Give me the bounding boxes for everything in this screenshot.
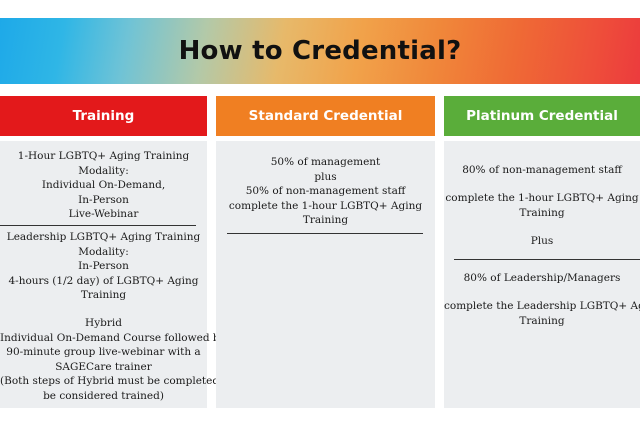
training-hybrid-label: Hybrid (85, 317, 122, 329)
training-header: Training (0, 96, 207, 136)
standard-line-4: complete the 1-hour LGBTQ+ Aging (228, 199, 423, 212)
training-leadership-in-person: In-Person (78, 260, 129, 272)
platinum-line-3: Training (519, 206, 565, 219)
platinum-line-2: complete the 1-hour LGBTQ+ Aging (445, 192, 639, 204)
platinum-line-5: complete the Leadership LGBTQ+ Aging (444, 300, 640, 312)
platinum-plus: Plus (530, 235, 554, 247)
platinum-line-4: 80% of Leadership/Managers (463, 272, 621, 284)
platinum-credential-header: Platinum Credential (444, 96, 640, 136)
standard-line-3: 50% of non-management staff (245, 185, 406, 197)
standard-line-1: 50% of management (270, 156, 381, 168)
training-panel: 1-Hour LGBTQ+ Aging Training Modality: I… (0, 141, 233, 408)
training-leadership-line: Leadership LGBTQ+ Aging Training (6, 231, 201, 243)
training-1hour-line: 1-Hour LGBTQ+ Aging Training (17, 150, 190, 162)
training-leadership-hours: 4-hours (1/2 day) of LGBTQ+ Aging (8, 274, 199, 287)
training-hybrid-desc-2: 90-minute group live-webinar with a (6, 346, 201, 358)
standard-line-2: plus (314, 170, 337, 183)
standard-divider (227, 233, 423, 234)
training-modality-in-person: In-Person (78, 193, 129, 206)
platinum-line-1: 80% of non-management staff (462, 164, 622, 176)
training-hybrid-note-1: (Both steps of Hybrid must be completed … (0, 375, 233, 387)
training-modality-label: Modality: (78, 164, 129, 177)
training-modality-webinar: Live-Webinar (68, 208, 139, 220)
title-banner: How to Credential? (0, 18, 640, 84)
platinum-credential-panel: 80% of non-management staff complete the… (444, 141, 640, 408)
training-hybrid-desc-1: Individual On-Demand Course followed by (0, 331, 226, 344)
training-hybrid-note-2: be considered trained) (43, 389, 164, 402)
platinum-line-6: Training (519, 314, 565, 327)
standard-credential-header: Standard Credential (216, 96, 435, 136)
standard-line-5: Training (302, 214, 349, 226)
training-hybrid-desc-3: SAGECare trainer (55, 360, 152, 373)
training-leadership-hours-cont: Training (80, 289, 127, 301)
standard-credential-panel: 50% of management plus 50% of non-manage… (216, 141, 435, 408)
training-leadership-modality-label: Modality: (78, 245, 129, 258)
training-modality-on-demand: Individual On-Demand, (41, 179, 166, 191)
page-title: How to Credential? (178, 36, 462, 66)
training-divider (0, 225, 196, 226)
platinum-divider (454, 259, 640, 260)
